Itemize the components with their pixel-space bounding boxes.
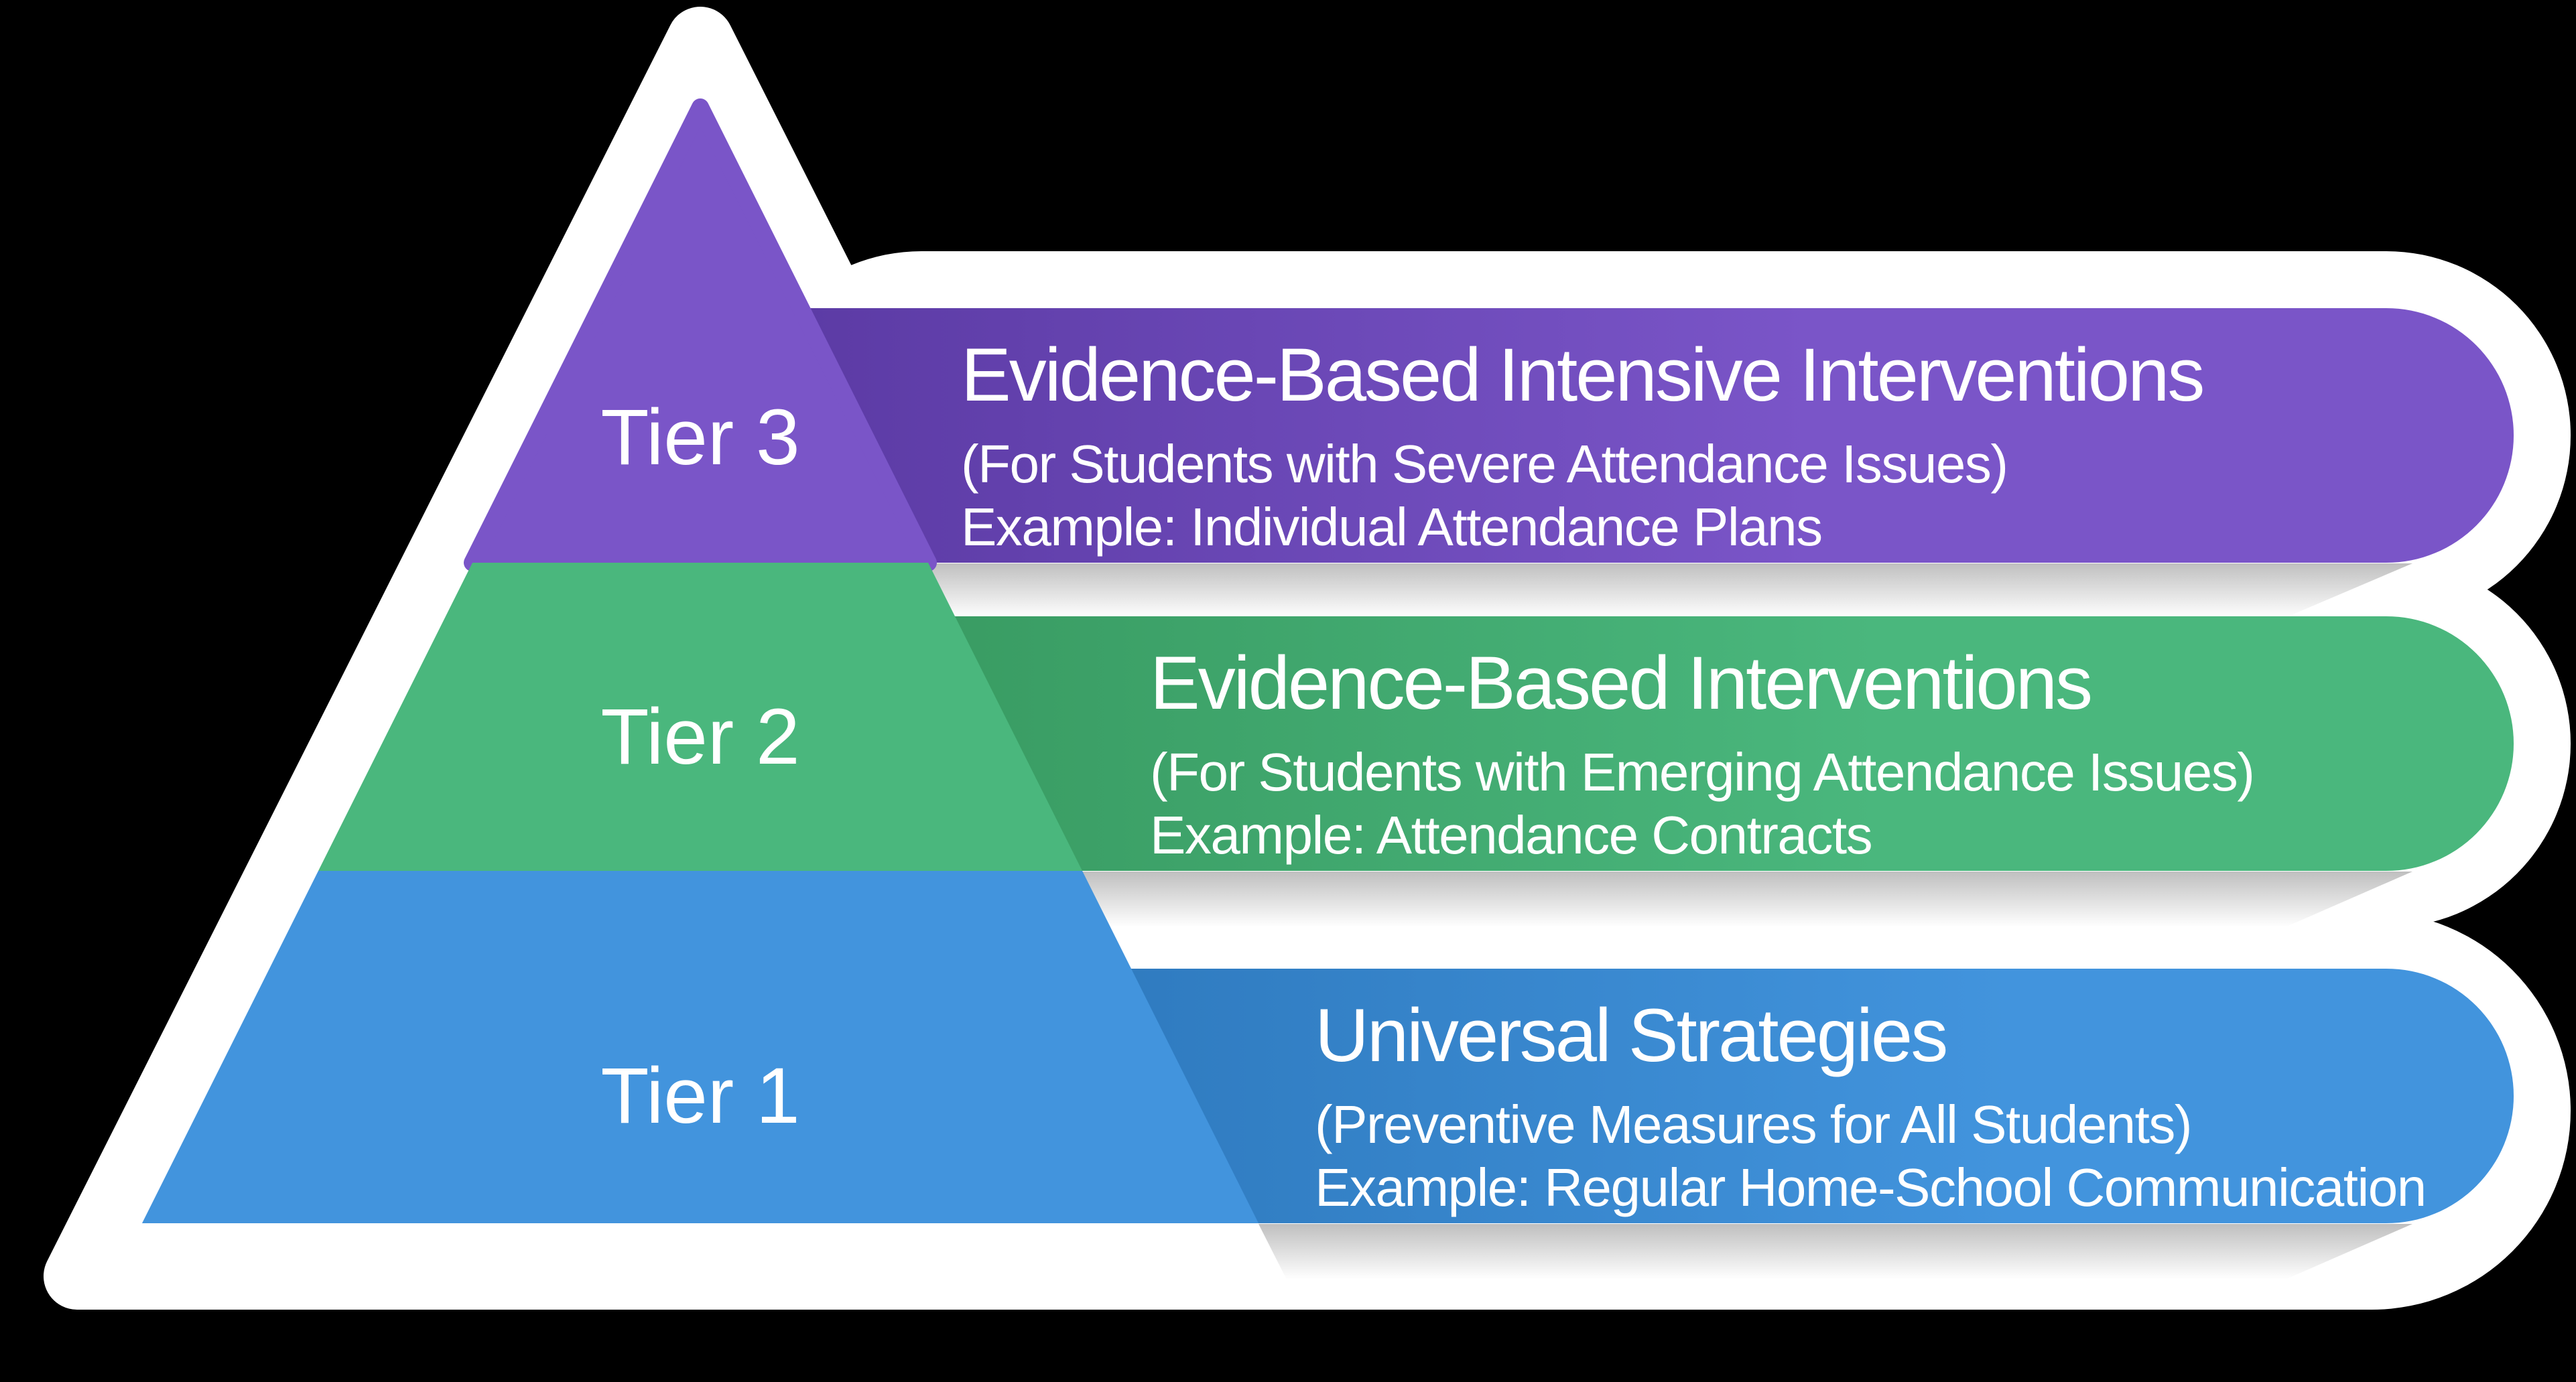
tier3-banner	[737, 308, 2514, 563]
tier3-subtitle: (For Students with Severe Attendance Iss…	[961, 434, 2008, 494]
tier1-subtitle: (Preventive Measures for All Students)	[1315, 1095, 2191, 1154]
tier2-banner-shadow	[1082, 872, 2412, 927]
pyramid-slice-tier1	[142, 871, 1259, 1223]
tier1-label: Tier 1	[600, 1052, 799, 1140]
pyramid-slice-tier2	[318, 563, 1082, 871]
tier2-label: Tier 2	[600, 693, 799, 781]
tier3-banner-shadow	[928, 563, 2412, 618]
tier2-example: Example: Attendance Contracts	[1150, 805, 1872, 865]
banner-shadows	[928, 563, 2412, 1280]
tier2-banner	[737, 616, 2514, 871]
pyramid	[142, 98, 1259, 1223]
tier1-example: Example: Regular Home-School Communicati…	[1315, 1158, 2426, 1217]
tier1-title: Universal Strategies	[1315, 993, 1946, 1077]
tier2-title: Evidence-Based Interventions	[1150, 641, 2091, 725]
tier3-label: Tier 3	[600, 393, 799, 482]
tier3-title: Evidence-Based Intensive Interventions	[961, 333, 2203, 417]
tier2-banner-text: Evidence-Based Interventions (For Studen…	[1150, 641, 2255, 865]
tier1-banner-text: Universal Strategies (Preventive Measure…	[1315, 993, 2427, 1217]
tier3-banner-text: Evidence-Based Intensive Interventions (…	[961, 333, 2205, 557]
pyramid-labels: Tier 3 Tier 2 Tier 1	[600, 393, 799, 1140]
tier1-banner-shadow	[1259, 1224, 2412, 1280]
tier3-example: Example: Individual Attendance Plans	[961, 497, 1822, 557]
tier2-subtitle: (For Students with Emerging Attendance I…	[1150, 742, 2254, 802]
